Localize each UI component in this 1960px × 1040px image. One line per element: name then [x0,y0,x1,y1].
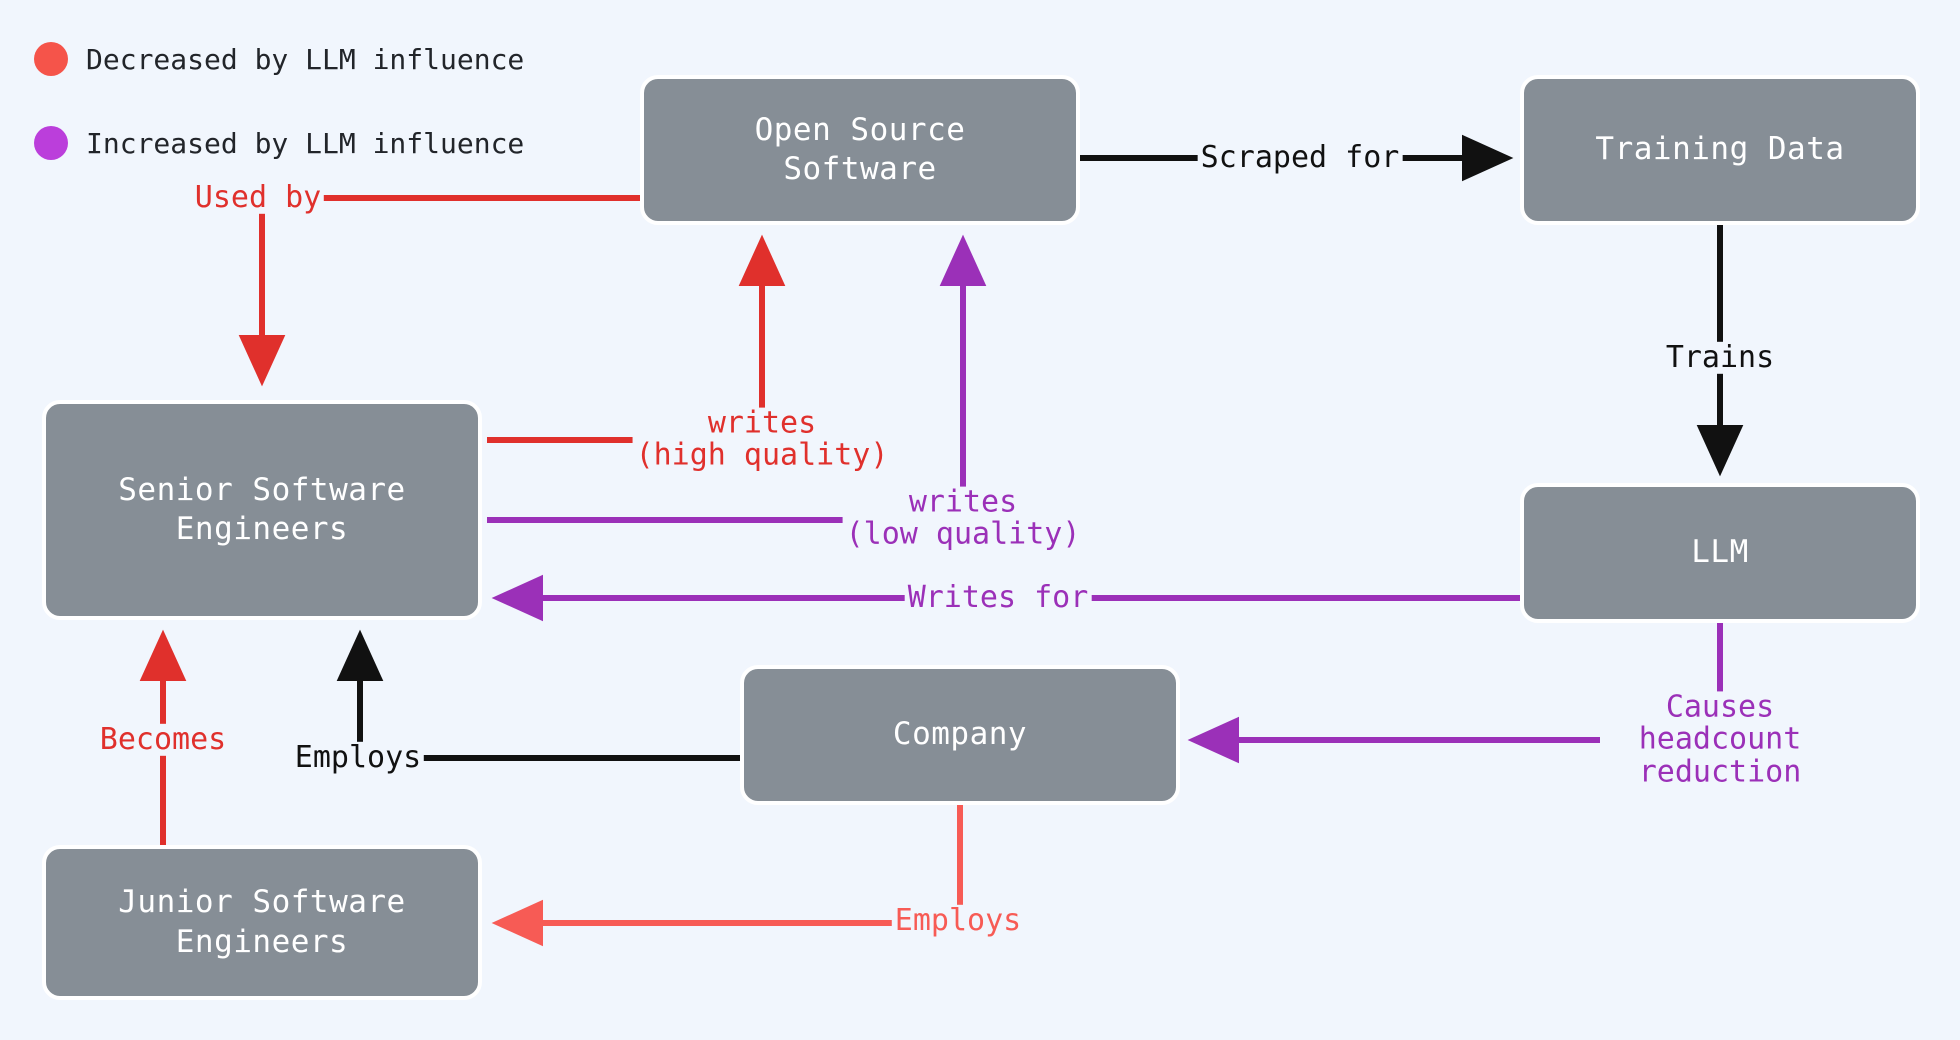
edge-label-writes-low-quality: writes (low quality) [842,486,1084,552]
edge-label-trains: Trains [1662,341,1778,375]
node-label: Training Data [1595,131,1845,168]
node-junior-software-engineers[interactable]: Junior Software Engineers [42,845,482,1000]
node-senior-software-engineers[interactable]: Senior Software Engineers [42,400,482,620]
edge-employs-junior [491,805,963,947]
edge-label-writes-for: Writes for [904,581,1092,615]
node-open-source-software[interactable]: Open Source Software [640,75,1080,225]
edge-label-scraped-for: Scraped for [1197,141,1403,175]
node-label: Junior Software Engineers [118,884,406,960]
legend-label: Decreased by LLM influence [86,42,525,76]
edge-label-causes-headcount-reduction: Causes headcount reduction [1600,691,1840,789]
circle-icon [34,42,68,76]
node-label: Company [892,716,1028,753]
node-label: LLM [1691,534,1749,571]
edge-writes-low [487,234,987,523]
node-company[interactable]: Company [740,665,1180,805]
legend-label: Increased by LLM influence [86,126,525,160]
legend-item-decreased: Decreased by LLM influence [34,42,524,76]
node-label: Senior Software Engineers [118,471,406,547]
legend-item-increased: Increased by LLM influence [34,126,524,160]
edge-label-becomes: Becomes [96,723,230,757]
edge-label-used-by: Used by [191,181,325,215]
edge-label-employs-senior: Employs [291,741,425,775]
node-llm[interactable]: LLM [1520,483,1920,623]
node-label: Open Source Software [754,111,966,187]
edge-label-employs-junior: Employs [891,904,1025,938]
edge-used-by [238,195,640,387]
node-training-data[interactable]: Training Data [1520,75,1920,225]
edge-label-writes-high-quality: writes (high quality) [632,407,892,473]
circle-icon [34,126,68,160]
